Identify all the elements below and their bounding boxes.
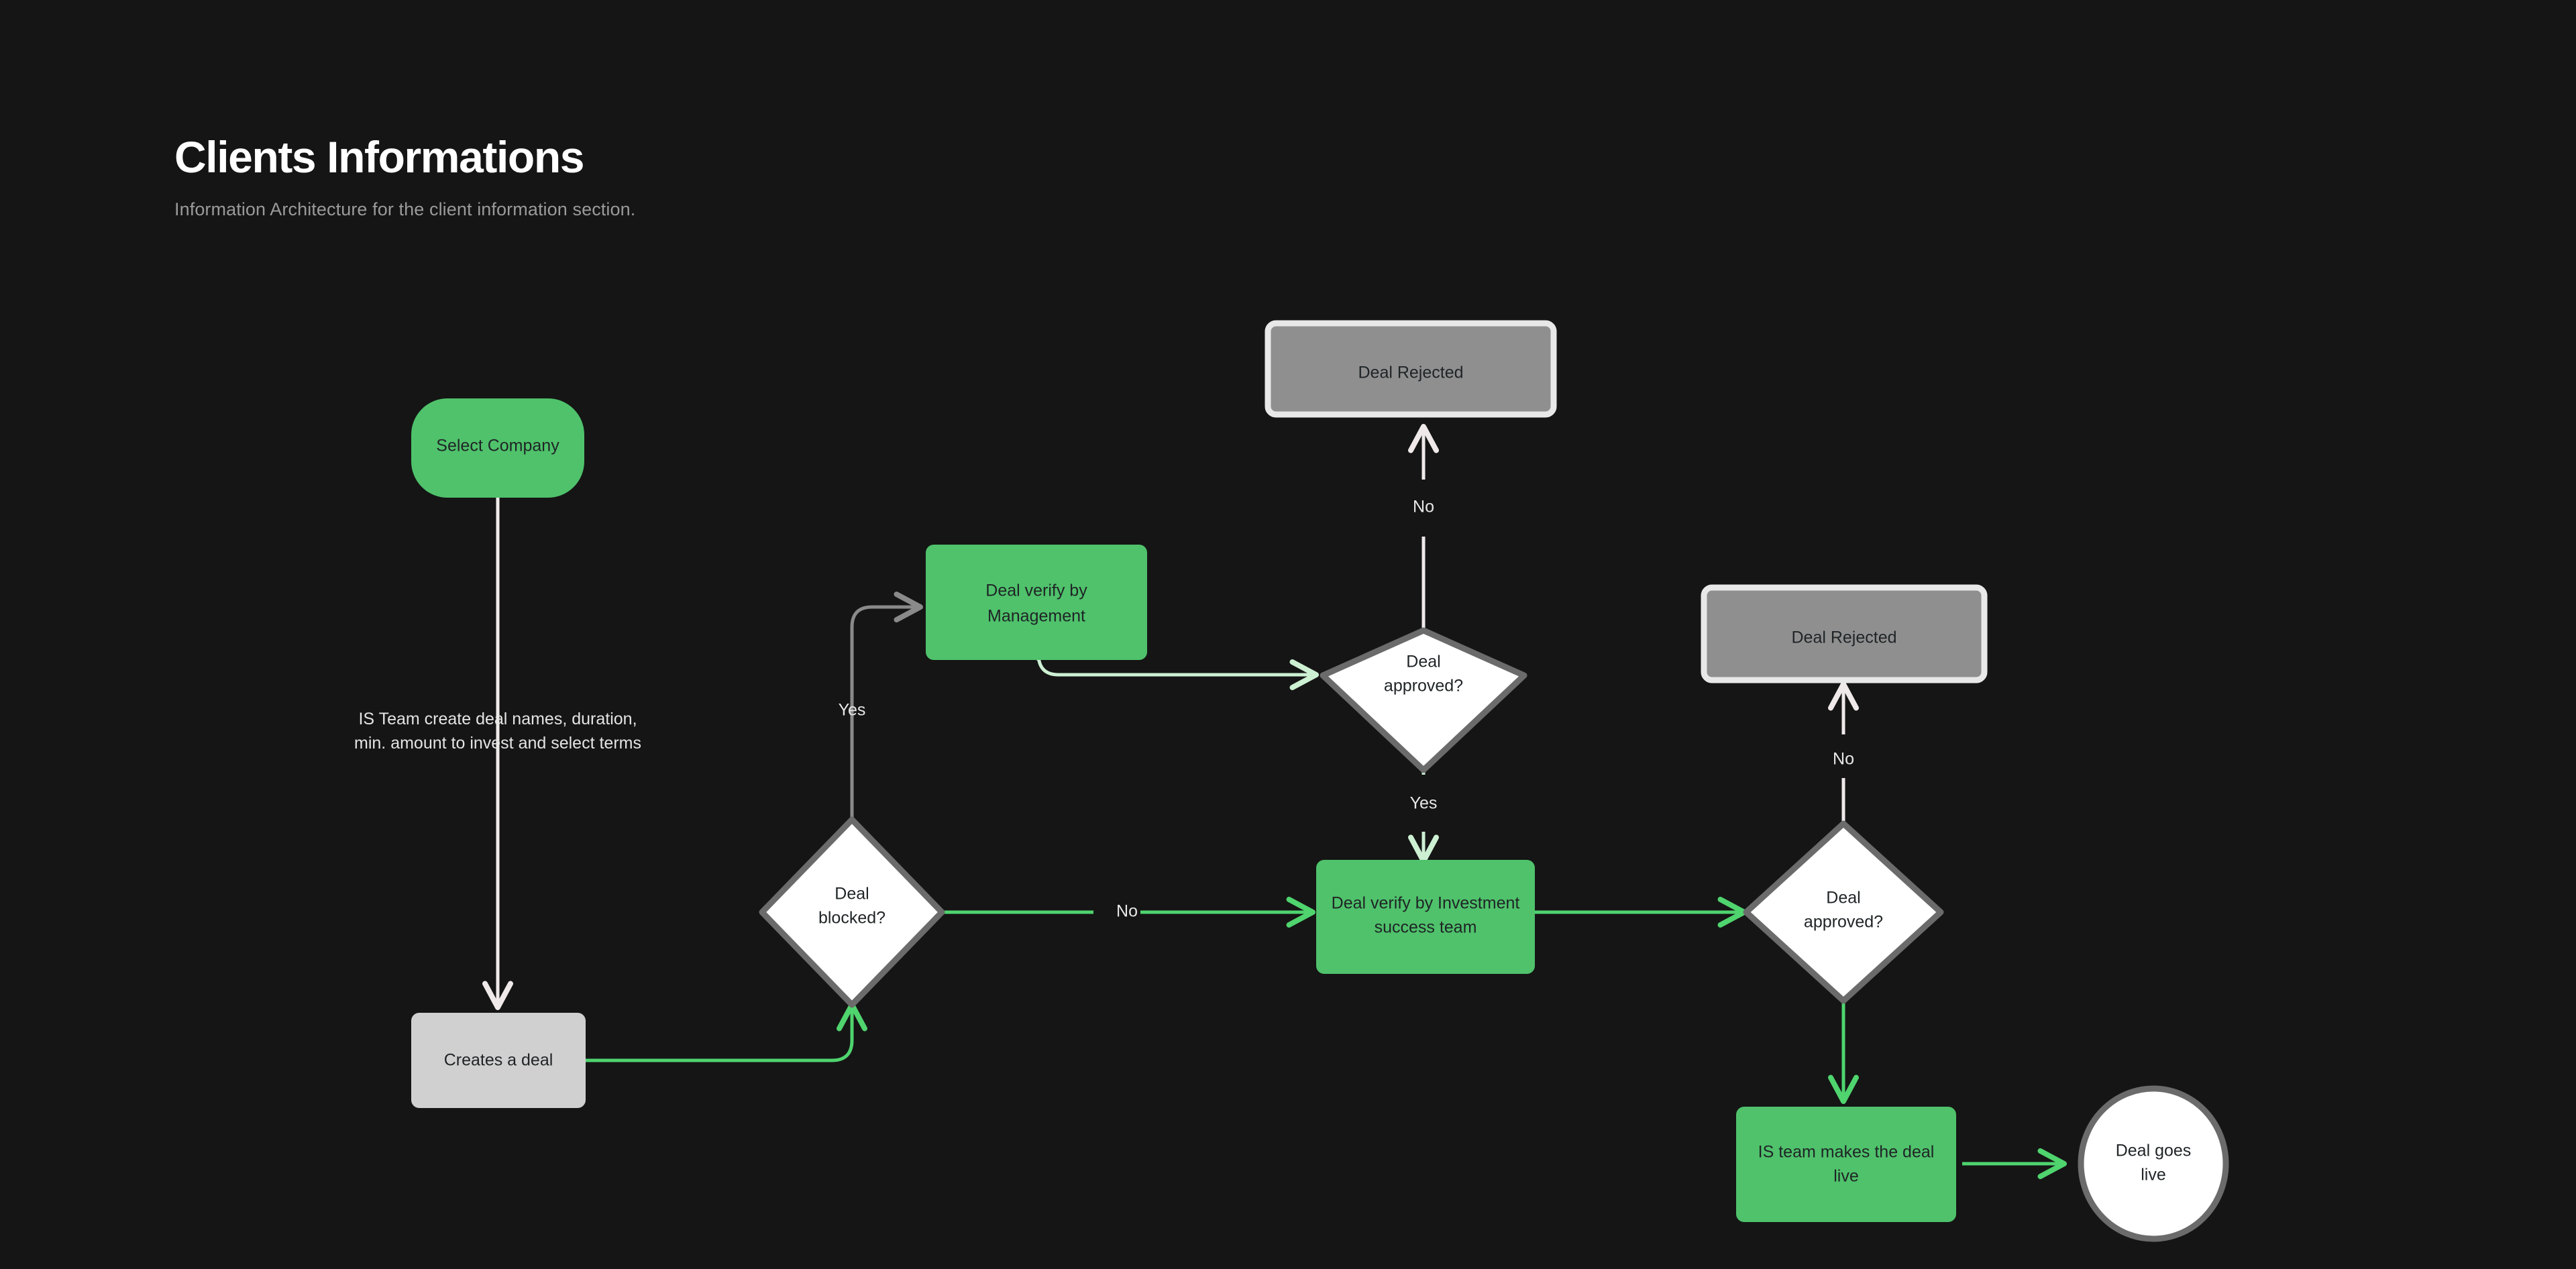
node-deal-verify-management-line2: Management [987,607,1085,626]
node-deal-approved-1[interactable]: Deal approved? [1320,627,1527,773]
node-deal-blocked-line1: Deal [835,885,869,903]
node-select-company-label: Select Company [436,437,559,455]
node-deal-approved-2-line1: Deal [1826,889,1860,907]
node-deal-goes-live[interactable]: Deal goes live [2078,1085,2229,1242]
node-select-company[interactable]: Select Company [411,398,584,498]
node-is-team-live-line2: live [1833,1167,1859,1186]
edge-label-is-team-create-line2: min. amount to invest and select terms [354,734,641,753]
node-deal-approved-2-line2: approved? [1804,913,1883,932]
edge-label-is-team-create-line1: IS Team create deal names, duration, [358,710,637,728]
node-deal-approved-1-line2: approved? [1384,677,1463,696]
edge-label-approved1-no: No [1413,498,1434,516]
node-deal-verify-investment-line1: Deal verify by Investment [1332,894,1520,913]
node-deal-verify-investment-line2: success team [1375,918,1477,937]
page-header: Clients Informations Information Archite… [174,132,636,220]
edge-label-approved1-yes: Yes [1410,794,1438,813]
node-creates-a-deal-label: Creates a deal [444,1051,553,1070]
node-deal-approved-2[interactable]: Deal approved? [1743,820,1944,1004]
node-deal-goes-live-line1: Deal goes [2116,1142,2192,1160]
node-deal-rejected-2[interactable]: Deal Rejected [1701,584,1988,683]
edge-deal-blocked-to-verify-management [850,592,924,818]
node-deal-rejected-1-label: Deal Rejected [1358,364,1463,382]
node-deal-blocked[interactable]: Deal blocked? [759,816,945,1008]
node-deal-rejected-1[interactable]: Deal Rejected [1265,320,1557,418]
node-creates-a-deal[interactable]: Creates a deal [411,1013,586,1108]
node-deal-verify-management-line1: Deal verify by [985,582,1087,600]
edge-label-blocked-no: No [1116,902,1138,921]
node-deal-goes-live-line2: live [2141,1166,2166,1184]
node-deal-blocked-line2: blocked? [818,909,885,928]
node-deal-approved-1-line1: Deal [1406,653,1440,671]
edge-creates-deal-to-deal-blocked [586,1001,867,1062]
node-deal-verify-by-management[interactable]: Deal verify by Management [926,545,1147,660]
node-deal-verify-by-investment-success-team[interactable]: Deal verify by Investment success team [1316,860,1535,974]
edge-label-blocked-yes: Yes [839,701,866,720]
edge-label-approved2-no: No [1833,750,1854,769]
node-is-team-live-line1: IS team makes the deal [1758,1143,1935,1162]
node-deal-rejected-2-label: Deal Rejected [1791,628,1896,647]
page-title: Clients Informations [174,132,584,182]
page-subtitle: Information Architecture for the client … [174,199,636,220]
node-is-team-makes-deal-live[interactable]: IS team makes the deal live [1736,1107,1956,1222]
